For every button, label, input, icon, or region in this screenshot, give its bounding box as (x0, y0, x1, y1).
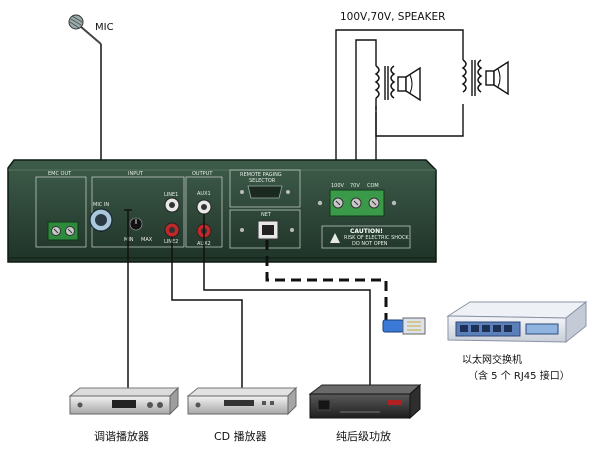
remote-paging-text: REMOTE PAGING (240, 172, 282, 178)
min-text: MIN (124, 237, 134, 243)
speaker-1-icon (397, 66, 421, 102)
caution-line1: RISK OF ELECTRIC SHOCK (344, 235, 409, 241)
speaker-label: 100V,70V, SPEAKER (340, 11, 445, 23)
transformer-1-icon (374, 65, 396, 100)
caution-title: CAUTION! (350, 228, 383, 235)
mic-label: MIC (95, 22, 114, 33)
transformer-2-icon (461, 59, 483, 96)
ethernet-switch (446, 300, 588, 344)
caution-line2: DO NOT OPEN (352, 241, 388, 247)
terminal-com-text: COM (367, 183, 379, 189)
max-text: MAX (141, 237, 153, 243)
caution-label (321, 225, 411, 249)
speaker-2-icon (485, 60, 509, 96)
net-frame (229, 209, 301, 249)
emc-out-text: EMC OUT (48, 171, 72, 177)
cd-label: CD 播放器 (214, 430, 267, 443)
tuner-player (68, 386, 180, 416)
selector-text: SELECTOR (249, 178, 276, 184)
input-text: INPUT (128, 171, 144, 177)
rj45-plug-icon (382, 317, 426, 335)
power-amplifier (308, 383, 422, 420)
amp-label: 纯后级功放 (336, 430, 391, 443)
switch-label: 以太网交换机 (462, 355, 522, 366)
microphone-icon (68, 14, 102, 45)
aux1-text: AUX1 (197, 191, 211, 197)
terminal-100v-text: 100V (331, 183, 345, 189)
line2-text: LINE2 (164, 239, 178, 245)
net-text: NET (261, 212, 272, 218)
cd-player (186, 386, 298, 416)
line1-text: LINE1 (164, 192, 178, 198)
db9-connector (247, 185, 283, 199)
audio-cables (100, 210, 371, 392)
tuner-label: 调谐播放器 (94, 430, 149, 443)
input-frame (91, 176, 185, 248)
emc-out-frame (35, 176, 87, 248)
output-text: OUTPUT (192, 171, 213, 177)
terminal-70v-text: 70V (350, 183, 360, 189)
mic-in-text: MIC IN (93, 202, 109, 208)
remote-paging-frame (229, 169, 301, 208)
switch-note: （含 5 个 RJ45 接口） (468, 371, 570, 382)
rear-panel (7, 159, 437, 263)
